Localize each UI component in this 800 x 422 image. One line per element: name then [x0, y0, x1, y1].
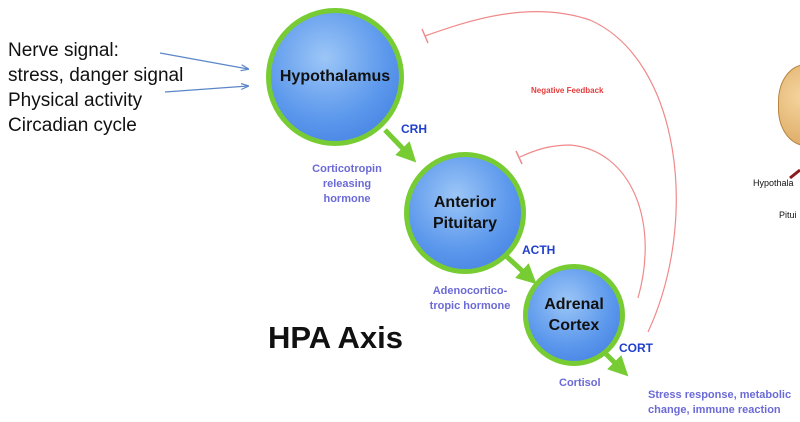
desc-line: Corticotropin — [312, 163, 382, 175]
diagram-title: HPA Axis — [268, 320, 403, 355]
pituitary-label-line: Pituitary — [432, 215, 497, 232]
acth-description: Adenocortico- tropic hormone — [418, 284, 522, 314]
acth-arrow — [503, 253, 537, 285]
adrenal-label-line: Adrenal — [544, 296, 604, 313]
input-line: Physical activity — [8, 90, 143, 111]
crh-arrow — [383, 128, 417, 163]
input-arrow-lower — [164, 86, 248, 93]
side-pituitary-label: Pitui — [779, 210, 797, 220]
desc-line: releasing — [322, 178, 372, 190]
input-line: stress, danger signal — [8, 65, 184, 86]
hypothalamus-node: Hypothalamus — [266, 8, 404, 146]
negative-feedback-label: Negative Feedback — [531, 86, 604, 95]
desc-line: hormone — [323, 193, 371, 205]
feedback-bar-pituitary — [515, 150, 523, 165]
input-signals: Nerve signal: stress, danger signal Phys… — [8, 38, 183, 138]
desc-line: Adenocortico- — [432, 285, 508, 297]
input-line: Nerve signal: — [8, 40, 119, 61]
feedback-to-hypothalamus — [424, 11, 677, 333]
adrenal-label-line: Cortex — [548, 317, 600, 334]
input-arrow-upper — [159, 52, 248, 69]
crh-label: CRH — [401, 122, 427, 136]
pituitary-label-line: Anterior — [433, 194, 497, 211]
output-line: change, immune reaction — [648, 404, 781, 416]
output-description: Stress response, metabolic change, immun… — [648, 388, 791, 418]
input-line: Circadian cycle — [8, 115, 137, 136]
desc-line: tropic hormone — [429, 300, 511, 312]
adrenal-cortex-node: Adrenal Cortex — [523, 264, 625, 366]
side-pointer — [789, 168, 800, 180]
feedback-bar-hypothalamus — [421, 28, 429, 44]
side-hypothalamus-label: Hypothala — [753, 178, 794, 188]
acth-label: ACTH — [522, 243, 556, 257]
cort-description: Cortisol — [559, 377, 601, 389]
cort-label: CORT — [619, 341, 653, 355]
hypothalamus-label: Hypothalamus — [279, 68, 391, 85]
anterior-pituitary-node: Anterior Pituitary — [404, 152, 526, 274]
output-line: Stress response, metabolic — [648, 389, 792, 401]
crh-description: Corticotropin releasing hormone — [308, 162, 386, 207]
feedback-to-pituitary — [519, 144, 646, 299]
